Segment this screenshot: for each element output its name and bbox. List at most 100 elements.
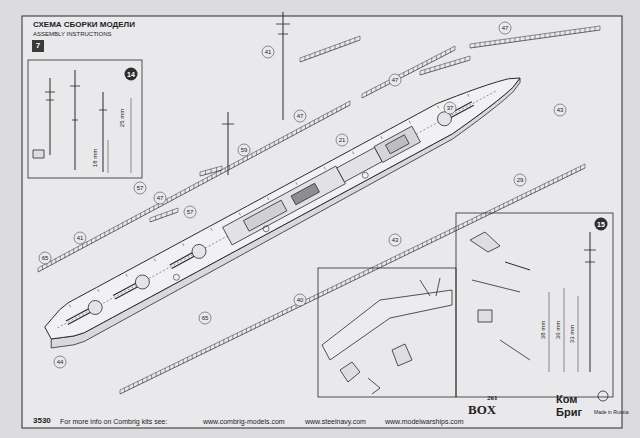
railing (78, 247, 79, 251)
railing (131, 218, 132, 222)
railing (600, 26, 601, 30)
railing (395, 256, 396, 260)
drawing-line (468, 94, 469, 97)
callout-circle (54, 356, 66, 368)
railing (413, 68, 414, 72)
mast (283, 12, 284, 120)
callout-number: 41 (76, 235, 85, 241)
railing (440, 65, 441, 69)
superstructure (374, 126, 420, 162)
drawing-line (46, 100, 54, 101)
railing (363, 272, 364, 276)
sheet-text: www.steelnavy.com (305, 418, 366, 425)
callout-number: 21 (338, 137, 347, 143)
railing (69, 251, 70, 255)
railing (156, 372, 157, 376)
railing (147, 377, 148, 381)
railing (259, 322, 260, 326)
railing (38, 268, 39, 272)
railing (169, 366, 170, 370)
railing (445, 51, 446, 55)
railing (158, 204, 159, 208)
railing (300, 40, 360, 62)
railing (386, 261, 387, 265)
railing (585, 164, 586, 168)
railing (250, 326, 251, 330)
railing (585, 28, 586, 32)
railing (517, 197, 518, 201)
railing (571, 171, 572, 175)
small-part (505, 262, 530, 270)
callout-circle (554, 104, 566, 116)
railing (171, 196, 172, 200)
railing (255, 324, 256, 328)
railing (211, 175, 212, 179)
railing (426, 241, 427, 245)
callout-number: 47 (296, 113, 305, 119)
railing (381, 263, 382, 267)
railing (198, 182, 199, 186)
railing (246, 329, 247, 333)
railing (362, 50, 455, 98)
railing (521, 195, 522, 199)
drawing-line (584, 250, 596, 251)
mast (228, 112, 229, 175)
railing (305, 125, 306, 129)
railing (194, 185, 195, 189)
railing (350, 101, 351, 105)
railing (366, 92, 367, 96)
railing (51, 261, 52, 265)
railing (172, 210, 173, 214)
railing (341, 106, 342, 110)
small-part (500, 340, 530, 360)
sheet-text: Made in Russia (594, 410, 628, 415)
railing (510, 38, 511, 42)
railing (202, 180, 203, 184)
railing (310, 54, 311, 58)
railing (176, 194, 177, 198)
drawing-line (126, 274, 127, 277)
mast-part (103, 92, 104, 172)
railing (205, 171, 206, 175)
railing (216, 173, 217, 177)
railing (545, 34, 546, 38)
railing (350, 40, 351, 44)
drawing-line (381, 136, 382, 139)
railing (350, 278, 351, 282)
railing (200, 172, 201, 176)
railing (399, 254, 400, 258)
railing (133, 383, 134, 387)
railing (256, 151, 257, 155)
railing (136, 216, 137, 220)
railing (305, 56, 306, 60)
railing (120, 168, 585, 394)
railing (417, 245, 418, 249)
railing (269, 144, 270, 148)
railing (380, 84, 381, 88)
railing (200, 166, 222, 172)
railing (508, 201, 509, 205)
railing (553, 179, 554, 183)
drawing-line (98, 289, 99, 292)
railing (282, 311, 283, 315)
railing (185, 189, 186, 193)
railing (385, 82, 386, 86)
railing (180, 192, 181, 196)
railing (470, 30, 600, 48)
railing (515, 38, 516, 42)
railing (314, 296, 315, 300)
railing (450, 48, 451, 52)
deck-centerline (57, 91, 496, 328)
mast-yard (222, 124, 234, 125)
sheet-text: www.modelwarships.com (385, 418, 464, 425)
callout-circle (134, 182, 146, 194)
step-circle: 14 (124, 67, 138, 81)
callout-circle (499, 22, 511, 34)
railing (149, 208, 150, 212)
page-number-box: 7 (32, 40, 44, 52)
step-number: 15 (597, 221, 605, 228)
small-part (33, 150, 44, 158)
railing (355, 38, 356, 42)
drawing-line (409, 121, 410, 124)
